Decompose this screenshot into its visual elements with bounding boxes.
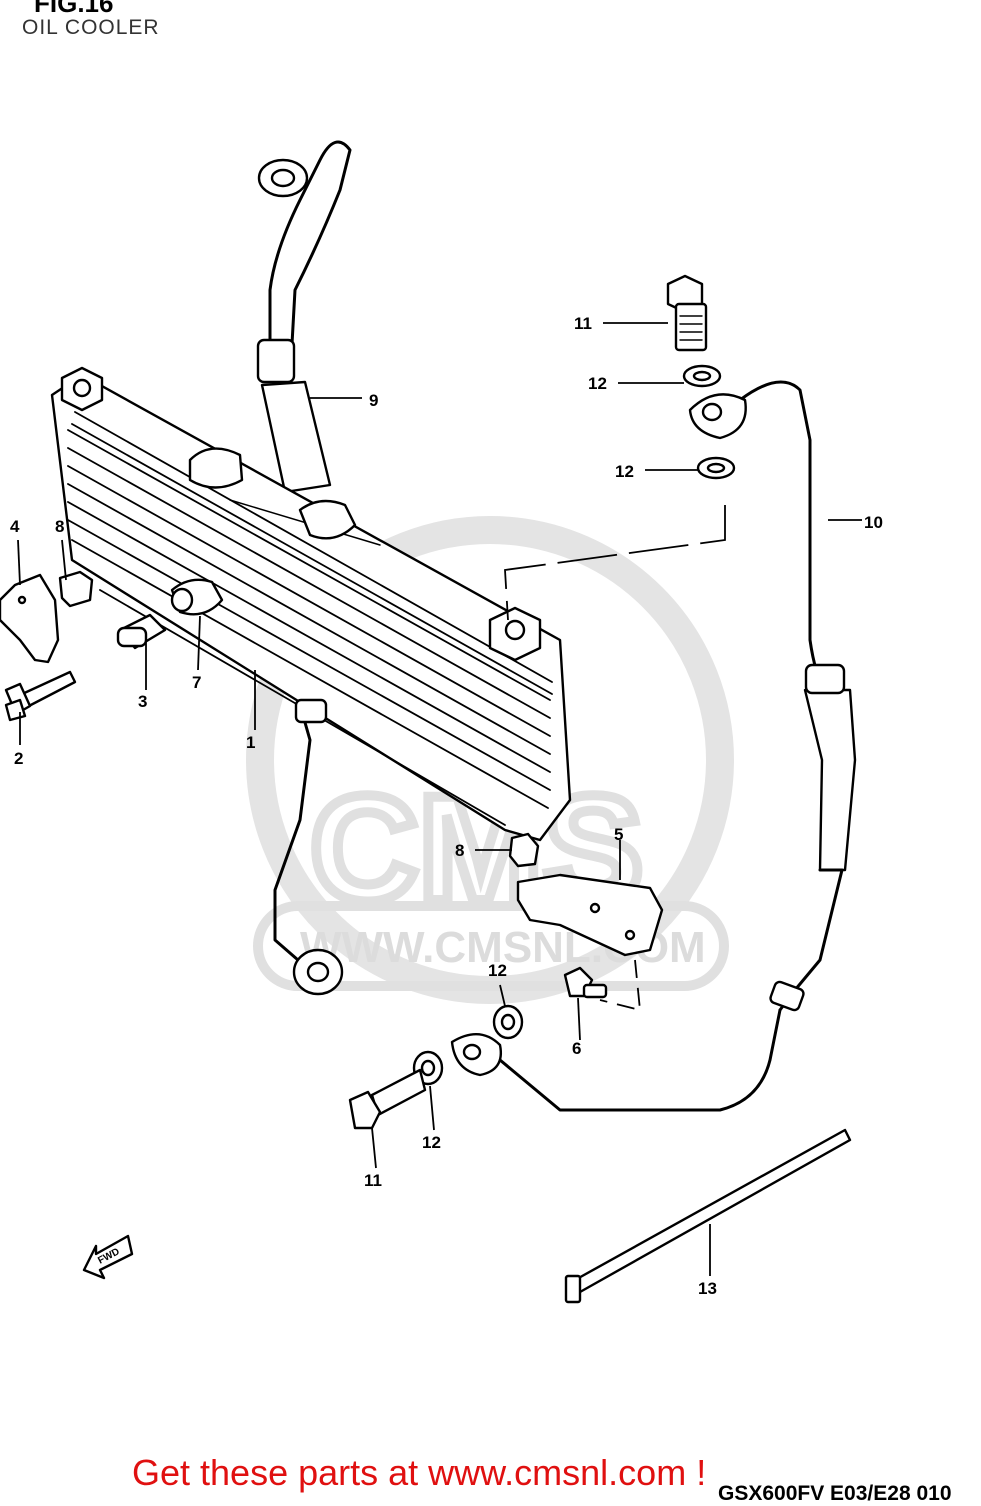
union-bolt-11-bottom bbox=[348, 1068, 427, 1130]
callout-12-right: 12 bbox=[488, 961, 507, 980]
gasket-12-right-lower bbox=[492, 1004, 524, 1040]
leader-lines bbox=[17, 322, 862, 1276]
figure-number: FIG.16 bbox=[34, 0, 114, 18]
bracket-4 bbox=[0, 573, 60, 664]
nut-8-center bbox=[508, 832, 540, 868]
callout-6: 6 bbox=[572, 1039, 581, 1058]
forward-arrow-icon bbox=[82, 1234, 134, 1280]
hose-10 bbox=[450, 380, 857, 1112]
gasket-12-middle bbox=[696, 456, 736, 480]
callout-4: 4 bbox=[10, 517, 20, 536]
callout-8-center: 8 bbox=[455, 841, 464, 860]
bolt-6 bbox=[563, 966, 608, 999]
cushion-7 bbox=[170, 499, 357, 616]
watermark-banner bbox=[253, 901, 729, 991]
callout-10: 10 bbox=[864, 513, 883, 532]
union-bolt-11-top bbox=[666, 274, 708, 352]
parts-shop-link[interactable]: Get these parts at www.cmsnl.com ! bbox=[132, 1452, 707, 1493]
callout-5: 5 bbox=[614, 825, 623, 844]
callout-11-bottom: 11 bbox=[364, 1171, 382, 1190]
callout-12-middle: 12 bbox=[615, 462, 634, 481]
nut-8-left bbox=[58, 570, 94, 608]
gasket-12-upper bbox=[682, 364, 722, 388]
callout-3: 3 bbox=[138, 692, 147, 711]
clamp-13 bbox=[564, 1128, 852, 1304]
callout-1: 1 bbox=[246, 733, 255, 752]
spacer-3 bbox=[116, 613, 167, 650]
oil-cooler-1 bbox=[50, 366, 572, 842]
model-code: GSX600FV E03/E28 010 bbox=[718, 1482, 952, 1505]
callout-labels: 1 2 3 4 5 6 7 8 8 9 10 11 11 12 12 12 12… bbox=[10, 314, 883, 1298]
callout-12-left: 12 bbox=[422, 1133, 441, 1152]
callout-11-top: 11 bbox=[574, 314, 592, 333]
callout-7: 7 bbox=[192, 673, 201, 692]
bracket-5 bbox=[516, 873, 664, 957]
callout-13: 13 bbox=[698, 1279, 717, 1298]
callout-9: 9 bbox=[369, 391, 378, 410]
figure-title: OIL COOLER bbox=[22, 16, 160, 39]
callout-8-left: 8 bbox=[55, 517, 64, 536]
hose-9 bbox=[256, 140, 352, 494]
callout-12-upper: 12 bbox=[588, 374, 607, 393]
lower-hose bbox=[273, 698, 344, 996]
callout-2: 2 bbox=[14, 749, 23, 768]
bolt-2 bbox=[4, 670, 77, 722]
